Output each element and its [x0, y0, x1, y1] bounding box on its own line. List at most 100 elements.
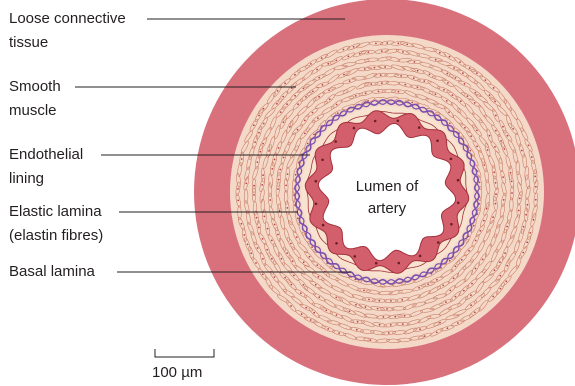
muscle-nucleus	[325, 310, 327, 312]
muscle-nucleus	[353, 46, 355, 48]
endothelial-nucleus	[321, 159, 324, 162]
muscle-nucleus	[363, 290, 365, 292]
muscle-nucleus	[281, 258, 283, 260]
muscle-nucleus	[258, 132, 260, 134]
muscle-nucleus	[442, 285, 444, 287]
muscle-nucleus	[468, 250, 470, 252]
muscle-nucleus	[447, 327, 449, 329]
muscle-nucleus	[315, 284, 317, 286]
muscle-nucleus	[459, 61, 461, 63]
muscle-nucleus	[254, 141, 256, 143]
muscle-nucleus	[449, 260, 451, 262]
muscle-nucleus	[378, 91, 380, 93]
muscle-nucleus	[237, 200, 239, 202]
muscle-nucleus	[475, 240, 477, 242]
muscle-nucleus	[455, 265, 457, 267]
muscle-nucleus	[284, 277, 286, 279]
muscle-nucleus	[381, 82, 383, 84]
label-lumen: Lumen of	[332, 177, 442, 197]
muscle-nucleus	[313, 312, 315, 314]
endothelial-nucleus	[457, 202, 460, 205]
muscle-nucleus	[264, 216, 266, 218]
muscle-nucleus	[367, 51, 369, 53]
muscle-nucleus	[355, 304, 357, 306]
muscle-nucleus	[253, 124, 255, 126]
muscle-nucleus	[357, 321, 359, 323]
muscle-nucleus	[349, 310, 351, 312]
muscle-nucleus	[359, 53, 361, 55]
muscle-nucleus	[286, 207, 288, 209]
muscle-nucleus	[286, 252, 288, 254]
muscle-nucleus	[295, 174, 297, 176]
muscle-nucleus	[462, 72, 464, 74]
endothelial-nucleus	[418, 126, 421, 129]
muscle-nucleus	[500, 288, 502, 290]
muscle-nucleus	[292, 260, 294, 262]
muscle-nucleus	[370, 83, 372, 85]
muscle-nucleus	[335, 297, 337, 299]
muscle-nucleus	[394, 316, 396, 318]
muscle-nucleus	[305, 307, 307, 309]
muscle-nucleus	[527, 204, 529, 206]
muscle-nucleus	[512, 128, 514, 130]
muscle-nucleus	[280, 111, 282, 113]
muscle-nucleus	[404, 315, 406, 317]
muscle-nucleus	[276, 103, 278, 105]
muscle-nucleus	[262, 174, 264, 176]
muscle-nucleus	[463, 290, 465, 292]
muscle-nucleus	[473, 225, 475, 227]
muscle-nucleus	[483, 164, 485, 166]
muscle-nucleus	[305, 96, 307, 98]
muscle-nucleus	[262, 273, 264, 275]
muscle-nucleus	[261, 184, 263, 186]
muscle-nucleus	[284, 82, 286, 84]
muscle-nucleus	[271, 240, 273, 242]
muscle-nucleus	[506, 226, 508, 228]
muscle-nucleus	[318, 276, 320, 278]
endothelial-nucleus	[375, 262, 378, 265]
muscle-nucleus	[283, 121, 285, 123]
muscle-nucleus	[446, 73, 448, 75]
muscle-nucleus	[383, 316, 385, 318]
muscle-nucleus	[495, 193, 497, 195]
muscle-nucleus	[312, 91, 314, 93]
muscle-nucleus	[379, 324, 381, 326]
muscle-nucleus	[529, 232, 531, 234]
muscle-nucleus	[400, 75, 402, 77]
endothelial-nucleus	[315, 180, 318, 183]
muscle-nucleus	[257, 247, 259, 249]
muscle-nucleus	[258, 115, 260, 117]
muscle-nucleus	[417, 70, 419, 72]
muscle-nucleus	[469, 150, 471, 152]
muscle-nucleus	[506, 265, 508, 267]
muscle-nucleus	[404, 84, 406, 86]
muscle-nucleus	[310, 319, 312, 321]
muscle-nucleus	[370, 339, 372, 341]
muscle-nucleus	[495, 182, 497, 184]
endothelial-nucleus	[457, 179, 460, 182]
muscle-nucleus	[274, 224, 276, 226]
muscle-nucleus	[380, 74, 382, 76]
muscle-nucleus	[534, 176, 536, 178]
endothelial-nucleus	[436, 139, 439, 142]
muscle-nucleus	[374, 67, 376, 69]
muscle-nucleus	[531, 156, 533, 158]
muscle-nucleus	[290, 243, 292, 245]
muscle-nucleus	[307, 143, 309, 145]
muscle-nucleus	[297, 217, 299, 219]
label-basal-lamina: Basal lamina	[9, 262, 95, 282]
endothelial-nucleus	[437, 241, 440, 244]
endothelial-nucleus	[397, 120, 400, 123]
muscle-nucleus	[290, 305, 292, 307]
muscle-nucleus	[474, 102, 476, 104]
muscle-nucleus	[250, 252, 252, 254]
muscle-nucleus	[511, 181, 513, 183]
muscle-nucleus	[522, 252, 524, 254]
muscle-nucleus	[502, 126, 504, 128]
muscle-nucleus	[424, 335, 426, 337]
muscle-nucleus	[494, 146, 496, 148]
muscle-nucleus	[464, 127, 466, 129]
endothelial-nucleus	[374, 120, 377, 123]
muscle-nucleus	[294, 74, 296, 76]
